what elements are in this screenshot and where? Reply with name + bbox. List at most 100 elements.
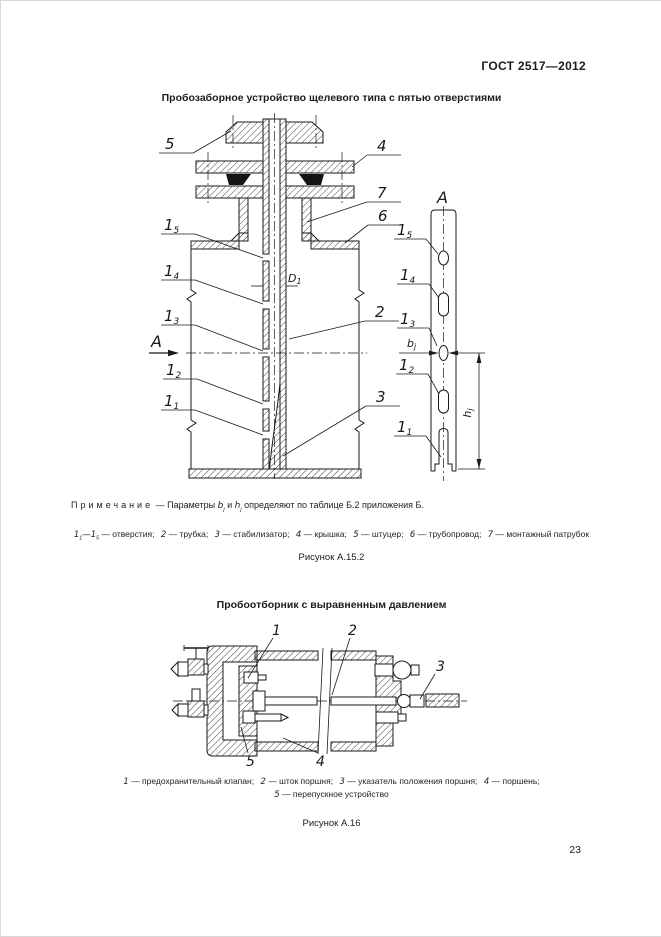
- figure1-note: Примечание — Параметры bj и hj определяю…: [71, 500, 611, 513]
- figure2-legend-line1: 1 — предохранительный клапан; 2 — шток п…: [1, 776, 661, 787]
- figure2-title: Пробоотборник с выравненным давлением: [216, 599, 447, 611]
- rod-nut: [252, 690, 266, 712]
- legend-item: 4 — поршень;: [483, 776, 540, 787]
- drain-bolt: [375, 711, 399, 724]
- fig1-callouts: 5 4 7 6 2 3 15: [159, 130, 402, 457]
- d1-label: D1: [288, 272, 302, 286]
- fig1-view-a: А bj hj: [394, 188, 485, 481]
- svg-text:5: 5: [165, 135, 175, 153]
- svg-text:1: 1: [272, 623, 281, 639]
- svg-text:11: 11: [397, 418, 412, 438]
- legend-item: 6 — трубопровод;: [409, 529, 482, 540]
- svg-text:7: 7: [377, 184, 387, 202]
- svg-text:12: 12: [399, 356, 415, 376]
- view-arrow-letter: А: [150, 332, 162, 351]
- svg-text:4: 4: [316, 754, 325, 770]
- note-text-2: и: [227, 500, 233, 510]
- figure1-caption: Рисунок А.15.2: [298, 552, 365, 563]
- svg-text:13: 13: [400, 310, 416, 330]
- view-a-callout-1-4: 14: [397, 266, 440, 299]
- svg-text:14: 14: [400, 266, 416, 286]
- fig2-left-cap: [206, 645, 258, 757]
- callout-1-1: 11: [161, 392, 264, 436]
- view-a-letter: А: [436, 188, 448, 207]
- legend-item: 7 — монтажный патрубок: [487, 529, 590, 540]
- fig1-dimension-d1: D1: [251, 272, 302, 287]
- ball-valve-stem: [374, 663, 394, 677]
- fig2-left-valves: [170, 645, 209, 718]
- svg-text:15: 15: [164, 216, 180, 236]
- fig1-cover-flanges: [195, 152, 355, 206]
- ball-valve-nut: [410, 664, 420, 676]
- drain-bolt-head: [397, 713, 407, 722]
- fig2-cylinder: [254, 647, 377, 755]
- ball-handle: [392, 660, 412, 680]
- fig1-branch-pipe: [229, 197, 321, 242]
- bypass-bolt-tip: [280, 713, 290, 722]
- svg-text:hj: hj: [461, 408, 475, 418]
- svg-text:3: 3: [376, 388, 386, 406]
- svg-text:13: 13: [164, 307, 180, 327]
- view-a-callout-1-2: 12: [396, 356, 440, 395]
- note-param-b-sub: j: [223, 506, 225, 513]
- svg-text:bj: bj: [407, 337, 417, 351]
- callout-4: 4: [351, 137, 401, 168]
- callout-4: 4: [282, 737, 325, 770]
- legend-item: 3 — указатель положения поршня;: [339, 776, 478, 787]
- svg-text:2: 2: [348, 623, 357, 639]
- callout-3: 3: [419, 659, 445, 700]
- callout-1-4: 14: [161, 262, 264, 305]
- callout-1-5: 15: [161, 216, 264, 259]
- figure2-caption: Рисунок А.16: [302, 818, 361, 829]
- note-param-b: b: [217, 501, 224, 511]
- svg-text:15: 15: [397, 221, 413, 241]
- legend-item: 1 — предохранительный клапан;: [123, 776, 255, 787]
- svg-text:4: 4: [377, 137, 387, 155]
- callout-6: 6: [344, 207, 402, 244]
- svg-text:6: 6: [378, 207, 388, 225]
- fig2-piston-group: [238, 665, 290, 737]
- note-param-h-sub: j: [240, 506, 242, 513]
- d1-sub: 1: [296, 277, 301, 286]
- indicator-body: [425, 693, 460, 708]
- figure2-drawing: 1 2 3 4 5: [170, 623, 467, 770]
- figure1-legend: 11—15 — отверстия; 2 — трубка; 3 — стаби…: [1, 529, 661, 542]
- note-text-3: определяют по таблице Б.2 приложения Б.: [244, 500, 424, 510]
- legend-item: 2 — трубка;: [160, 529, 209, 540]
- legend-item: 4 — крышка;: [295, 529, 347, 540]
- view-a-callout-1-5: 15: [394, 221, 439, 255]
- figure1-title: Пробозаборное устройство щелевого типа с…: [161, 92, 502, 104]
- svg-text:5: 5: [246, 754, 255, 770]
- svg-text:12: 12: [166, 361, 182, 381]
- callout-1-2: 12: [163, 361, 264, 405]
- figure2-legend-line2: 5 — перепускное устройство: [1, 789, 661, 800]
- fig1-centerlines: [186, 113, 367, 479]
- piston-rod-right: [330, 696, 397, 706]
- callout-3: 3: [282, 388, 400, 457]
- callout-1: 1: [247, 623, 281, 679]
- legend-item: 2 — шток поршня;: [260, 776, 334, 787]
- svg-text:11: 11: [164, 392, 179, 412]
- callout-2: 2: [288, 303, 399, 340]
- safety-valve-stem: [257, 674, 267, 681]
- fig1-view-arrow: А: [149, 332, 179, 357]
- indicator-sleeve: [409, 694, 425, 708]
- piston-rod-left: [256, 696, 318, 706]
- legend-item: 3 — стабилизатор;: [214, 529, 290, 540]
- view-a-callout-1-3: 13: [397, 310, 438, 347]
- d1-base: D: [288, 272, 296, 285]
- note-dash: —: [155, 500, 165, 510]
- legend-item: 5 — штуцер;: [353, 529, 404, 540]
- svg-text:14: 14: [164, 262, 180, 282]
- header-standard-number: ГОСТ 2517—2012: [481, 59, 586, 73]
- bypass-bolt-shaft: [254, 713, 282, 722]
- figure1-drawing: D1 А 5 4 7 6: [149, 113, 485, 481]
- legend-item: 11—15 — отверстия;: [73, 529, 155, 542]
- view-a-callout-1-1: 11: [394, 418, 442, 458]
- fig1-tube: [262, 118, 287, 470]
- callout-1-3: 13: [161, 307, 264, 352]
- legend-item: 5 — перепускное устройство: [274, 789, 389, 800]
- note-text-1: Параметры: [167, 500, 216, 510]
- callout-7: 7: [306, 184, 401, 223]
